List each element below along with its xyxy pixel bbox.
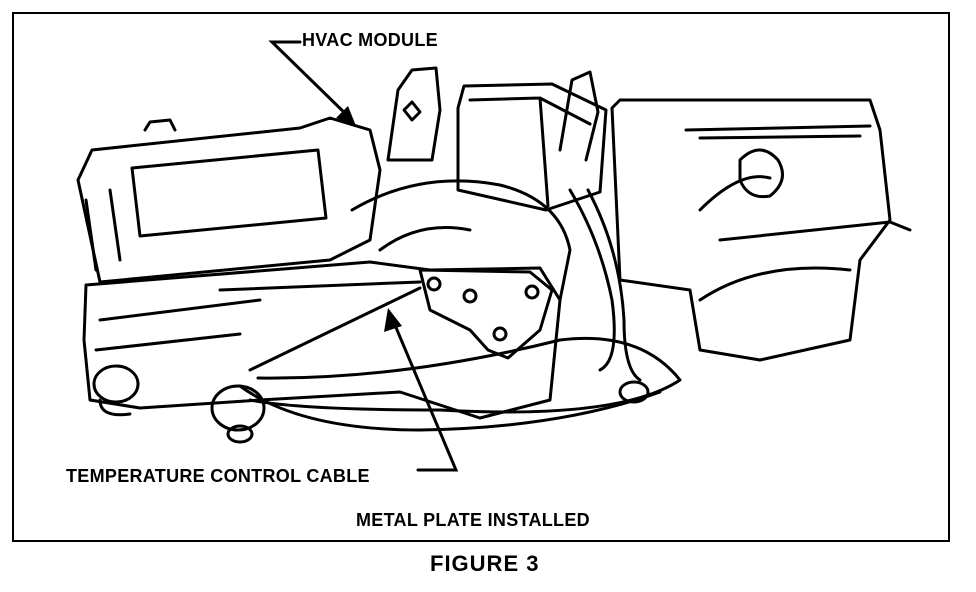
temp-cable-leader xyxy=(390,316,459,472)
figure-frame xyxy=(12,12,950,542)
left-housing xyxy=(76,116,382,284)
blower-housing xyxy=(350,179,572,302)
hvac-arrowhead xyxy=(336,106,356,126)
figure-caption: FIGURE 3 xyxy=(430,551,540,576)
top-bracket-left xyxy=(386,66,442,162)
metal-plate-label: METAL PLATE INSTALLED xyxy=(356,510,590,530)
lower-pulley xyxy=(210,384,266,432)
right-housing xyxy=(610,98,892,362)
right-clip xyxy=(618,380,650,404)
temp-arrowhead xyxy=(384,308,402,332)
actuator-box xyxy=(456,82,608,212)
connector xyxy=(738,148,784,199)
metal-plate xyxy=(418,268,554,360)
temperature-cable xyxy=(218,280,422,292)
hvac-module-label: HVAC MODULE xyxy=(302,30,438,50)
hvac-leader xyxy=(268,40,354,122)
temperature-control-cable-label: TEMPERATURE CONTROL CABLE xyxy=(66,466,370,486)
left-roller xyxy=(92,364,140,404)
vacuum-hose xyxy=(568,188,616,372)
top-bracket-right xyxy=(558,70,600,162)
left-vent-window xyxy=(130,148,328,238)
